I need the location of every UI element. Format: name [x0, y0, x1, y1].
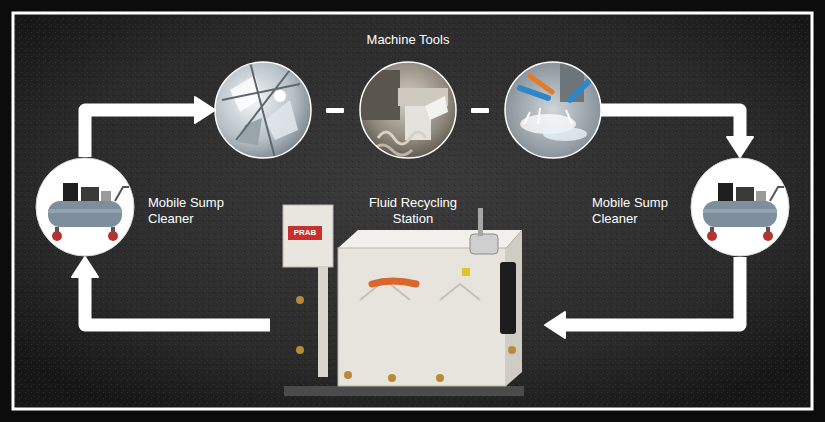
- sump-cleaner-part: [763, 231, 773, 241]
- sump-cleaner-part: [108, 231, 118, 241]
- dash-connector: [326, 108, 489, 113]
- dash-connector: [326, 108, 344, 113]
- node-label: Fluid Recycling Station: [358, 195, 468, 227]
- sump-cleaner-part: [718, 183, 733, 201]
- tool-photo: [274, 90, 286, 102]
- recycling-station-illustration: [283, 205, 333, 267]
- tool-photo: [543, 127, 587, 141]
- sump-cleaner-node: Mobile Sump Cleaner: [690, 157, 790, 257]
- tool-photo: [372, 145, 412, 155]
- flow-arrow-group: [601, 110, 753, 157]
- tool-photo: [505, 62, 601, 158]
- tool-photo: [530, 76, 552, 92]
- sump-cleaner-part: [115, 187, 129, 201]
- recycling-station-illustration: [508, 346, 516, 354]
- recycling-station-illustration: [360, 280, 480, 300]
- sump-cleaner-part: [736, 187, 754, 201]
- recycling-station-illustration: [500, 262, 516, 334]
- group-heading: Machine Tools: [215, 32, 601, 48]
- node-label: Mobile Sump Cleaner: [148, 195, 240, 227]
- arrow-head: [195, 97, 215, 123]
- tool-photo: [265, 100, 298, 140]
- tool-photo: [215, 62, 311, 158]
- recycling-station-illustration: [470, 234, 498, 254]
- flow-arrow-group: [85, 97, 215, 157]
- tool-photo: [520, 88, 548, 98]
- flow-arrow: [85, 275, 270, 325]
- tool-photo: [524, 108, 572, 124]
- tool-photo: [570, 80, 590, 100]
- arrow-head: [72, 257, 98, 277]
- sump-cleaner-illustration: [703, 183, 784, 241]
- sump-cleaner-part: [756, 191, 766, 201]
- tool-circle: [505, 62, 601, 158]
- node-outline: [35, 157, 135, 257]
- tool-circle: [360, 62, 456, 158]
- machine-tools-group: Machine Tools: [215, 62, 601, 158]
- recycling-station-illustration: [318, 267, 328, 377]
- recycling-station-illustration: [338, 248, 506, 386]
- recycling-station-illustration: [372, 281, 416, 284]
- node-outline: [690, 157, 790, 257]
- sump-cleaner-part: [63, 183, 78, 201]
- sump-cleaner-part: [52, 231, 62, 241]
- sump-cleaner-part: [101, 191, 111, 201]
- background: [13, 13, 812, 409]
- sump-cleaner-part: [48, 209, 122, 213]
- recycling-station-node: Fluid Recycling Station: [270, 193, 545, 400]
- tool-photo: [360, 70, 400, 120]
- sump-cleaner-part: [703, 209, 777, 213]
- flow-arrow: [85, 110, 197, 157]
- recycling-station-illustration: [344, 371, 352, 379]
- sump-cleaner-part: [707, 231, 717, 241]
- recycling-station-illustration: [283, 205, 524, 396]
- node-label: Mobile Sump Cleaner: [592, 195, 684, 227]
- flow-arrow-group: [72, 257, 270, 325]
- sump-cleaner-part: [703, 201, 777, 227]
- arrow-head: [545, 312, 565, 338]
- tool-photo: [360, 62, 456, 158]
- flow-arrow: [601, 110, 740, 139]
- recycling-station-illustration: [388, 374, 396, 382]
- sump-cleaner-node: Mobile Sump Cleaner: [35, 157, 135, 257]
- tool-photo: [360, 62, 456, 158]
- tool-photo: [505, 62, 601, 158]
- tool-circle: [215, 62, 311, 158]
- background: [14, 14, 811, 408]
- tool-photo: [425, 96, 448, 120]
- sump-cleaner-part: [770, 187, 784, 201]
- recycling-station-illustration: [436, 374, 444, 382]
- recycling-station-illustration: [478, 208, 483, 236]
- flow-arrow-group: [545, 257, 740, 338]
- sump-cleaner-part: [48, 201, 122, 227]
- sump-cleaner-part: [81, 187, 99, 201]
- recycling-station-illustration: [284, 386, 524, 396]
- brand-label: PRAB: [288, 228, 322, 238]
- flow-arrow: [563, 257, 740, 325]
- sump-cleaner-illustration: [48, 183, 129, 241]
- tool-photo: [215, 62, 311, 158]
- background: [14, 14, 811, 408]
- brand-badge: [288, 226, 322, 240]
- arrow-head: [727, 137, 753, 157]
- recycling-station-illustration: [296, 346, 304, 354]
- node-circle: [36, 158, 134, 256]
- tool-photo: [222, 62, 300, 158]
- tool-photo: [378, 132, 426, 144]
- recycling-station-illustration: [462, 268, 470, 276]
- dash-connector: [471, 108, 489, 113]
- recycling-station-illustration: [296, 296, 304, 304]
- node-circle: [691, 158, 789, 256]
